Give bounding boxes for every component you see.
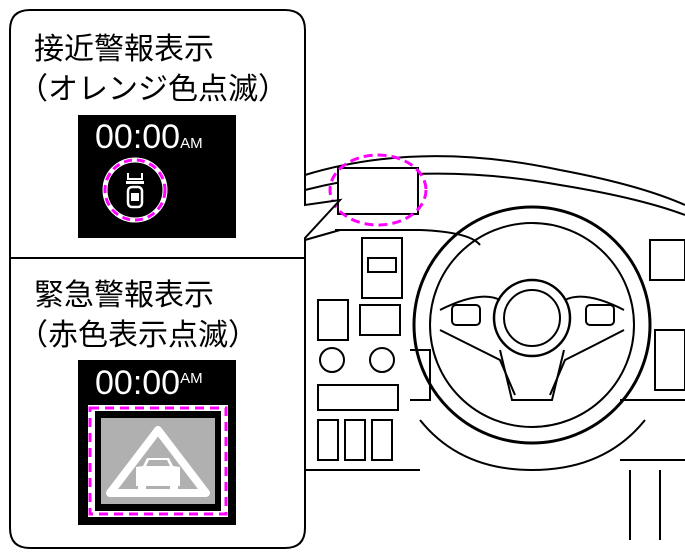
approach-clock: 00:00AM [95, 120, 203, 161]
approach-warning-title: 接近警報表示 [34, 32, 214, 67]
approach-warning-subtitle: （オレンジ色点滅） [18, 72, 288, 107]
emergency-highlight-frame [88, 406, 228, 516]
emergency-clock: 00:00AM [95, 366, 203, 400]
clock-ampm: AM [180, 135, 203, 152]
collision-warning-icon [106, 426, 210, 497]
clock-time: 00:00 [95, 118, 181, 156]
dashboard-illustration [304, 155, 685, 540]
display-highlight-ellipse [328, 153, 428, 227]
emergency-warning-title: 緊急警報表示 [34, 278, 214, 313]
approach-warning-icon [102, 157, 168, 223]
clock-time: 00:00 [95, 364, 181, 402]
approach-display-screen [78, 115, 236, 238]
dash-display [337, 167, 419, 215]
emergency-warning-subtitle: （赤色表示点滅） [18, 318, 258, 353]
clock-ampm: AM [180, 370, 203, 387]
